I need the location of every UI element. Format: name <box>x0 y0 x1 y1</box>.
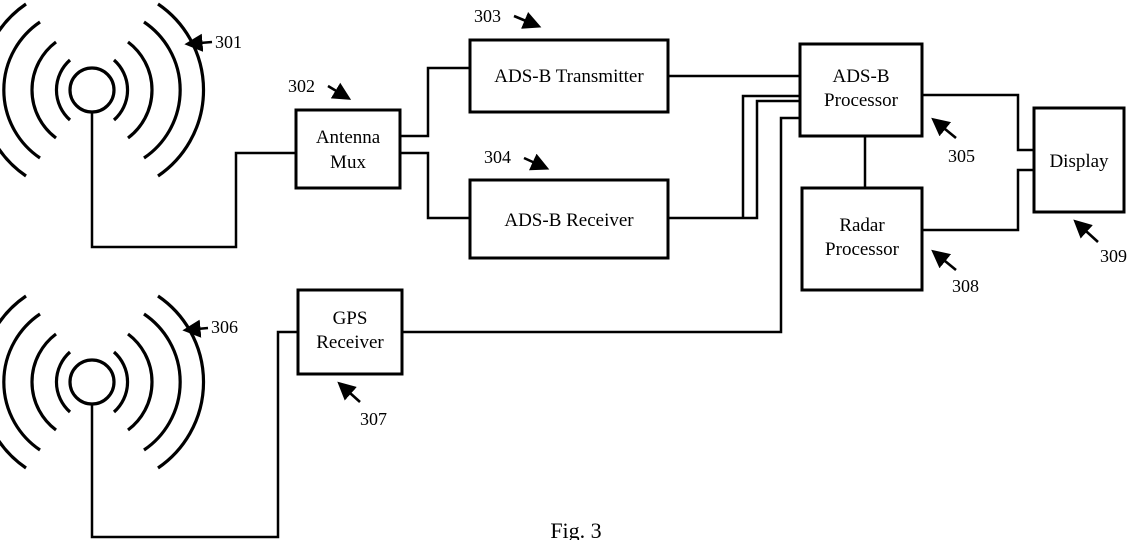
radar-processor-label-line2: Processor <box>825 239 900 260</box>
figure-caption: Fig. 3 <box>550 518 601 540</box>
ref-304-label: 304 <box>484 147 511 167</box>
antenna-mux-label-line2: Mux <box>330 152 366 173</box>
signal-wires <box>90 66 1034 539</box>
ref-308-callout: 308 <box>931 249 979 296</box>
display-block: Display <box>1032 106 1126 214</box>
adsb-antenna-icon <box>0 2 206 178</box>
antenna-mux-label-line1: Antenna <box>316 127 381 148</box>
display-label: Display <box>1049 151 1109 172</box>
adsb-processor-block: ADS-B Processor <box>798 42 924 138</box>
ref-305-label: 305 <box>948 146 975 166</box>
ref-309-callout: 309 <box>1073 219 1127 266</box>
gps-receiver-label-line1: GPS <box>333 308 368 329</box>
ref-309-label: 309 <box>1100 246 1127 266</box>
adsb-receiver-label: ADS-B Receiver <box>504 210 634 231</box>
ref-303-label: 303 <box>474 6 501 26</box>
ref-302-callout: 302 <box>288 76 352 100</box>
ref-301-label: 301 <box>215 32 242 52</box>
antenna-mux-block: Antenna Mux <box>294 108 402 190</box>
gps-receiver-label-line2: Receiver <box>316 332 384 353</box>
adsb-processor-label-line2: Processor <box>824 90 899 111</box>
ref-306-label: 306 <box>211 317 238 337</box>
radar-processor-block: Radar Processor <box>800 186 924 292</box>
gps-antenna-icon <box>0 294 206 470</box>
ref-306-callout: 306 <box>182 317 238 338</box>
adsb-transmitter-block: ADS-B Transmitter <box>468 38 670 114</box>
ref-302-label: 302 <box>288 76 315 96</box>
ref-307-callout: 307 <box>337 381 387 429</box>
radar-processor-label-line1: Radar <box>839 215 885 236</box>
adsb-receiver-block: ADS-B Receiver <box>468 178 670 260</box>
adsb-transmitter-label: ADS-B Transmitter <box>494 66 644 87</box>
ref-304-callout: 304 <box>484 147 550 171</box>
ref-307-label: 307 <box>360 409 387 429</box>
ref-301-callout: 301 <box>184 32 242 52</box>
adsb-processor-label-line1: ADS-B <box>832 66 889 87</box>
ref-303-callout: 303 <box>474 6 542 29</box>
ref-308-label: 308 <box>952 276 979 296</box>
ref-305-callout: 305 <box>931 117 975 166</box>
gps-receiver-block: GPS Receiver <box>296 288 404 376</box>
